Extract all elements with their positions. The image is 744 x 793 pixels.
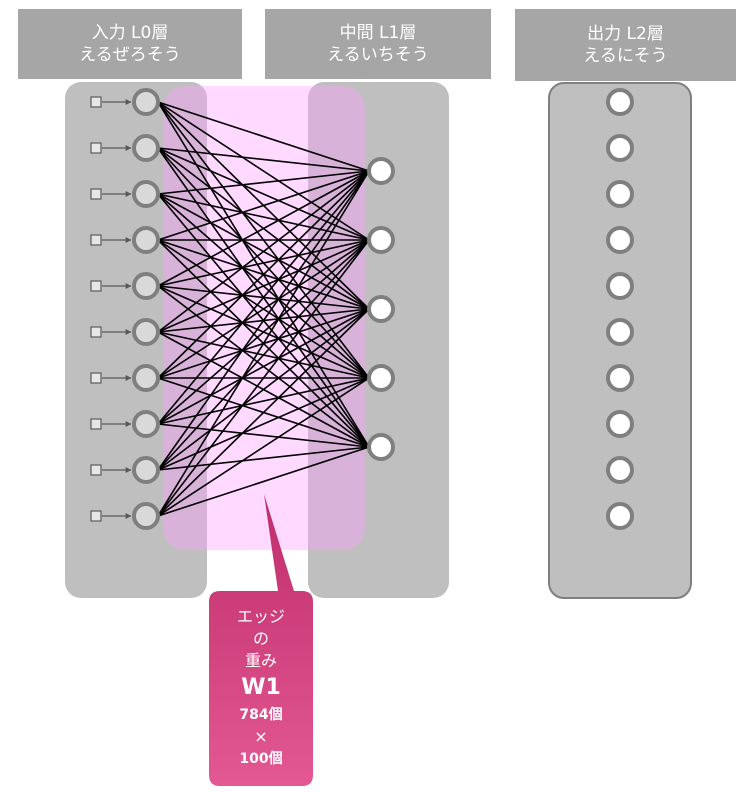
weight-edge bbox=[157, 170, 370, 517]
callout-of-text: の bbox=[252, 629, 269, 648]
output-neuron bbox=[606, 134, 634, 162]
weight-edge bbox=[157, 147, 370, 241]
output-neuron bbox=[606, 410, 634, 438]
output-layer-reading: えるにそう bbox=[583, 46, 668, 66]
input-pixel-square bbox=[90, 188, 102, 200]
input-pixel-square bbox=[90, 142, 102, 154]
output-layer-title: 出力 L2層 bbox=[587, 24, 664, 44]
middle-layer-header: 中間 L1層 えるいちそう bbox=[265, 9, 491, 79]
input-neuron bbox=[132, 364, 160, 392]
middle-neuron bbox=[367, 295, 395, 323]
input-neuron bbox=[132, 88, 160, 116]
callout-times: × bbox=[254, 727, 268, 746]
weight-edge bbox=[157, 308, 370, 471]
weight-edge bbox=[157, 170, 370, 379]
input-layer-title: 入力 L0層 bbox=[91, 23, 169, 43]
weight-edge bbox=[157, 101, 370, 172]
callout-count-rows: 784個 bbox=[239, 707, 283, 723]
middle-neuron bbox=[367, 433, 395, 461]
input-pixel-square bbox=[90, 418, 102, 430]
input-pixel-square bbox=[90, 372, 102, 384]
middle-neuron bbox=[367, 226, 395, 254]
weight-edge bbox=[157, 239, 370, 333]
input-layer-header: 入力 L0層 えるぜろそう bbox=[18, 9, 242, 79]
weight-edge bbox=[157, 170, 370, 195]
weight-edge bbox=[157, 377, 370, 517]
weight-edge bbox=[157, 377, 370, 425]
input-neuron bbox=[132, 410, 160, 438]
callout-edge-text: エッジ bbox=[236, 607, 285, 626]
weight-edge bbox=[157, 170, 370, 287]
input-neuron bbox=[132, 272, 160, 300]
middle-layer-title: 中間 L1層 bbox=[339, 23, 417, 43]
weight-edge bbox=[157, 147, 370, 172]
middle-layer-reading: えるいちそう bbox=[327, 45, 429, 65]
input-neuron bbox=[132, 180, 160, 208]
input-pixel-square bbox=[90, 510, 102, 522]
weight-edge bbox=[157, 239, 370, 471]
input-signals bbox=[90, 96, 132, 522]
output-neuron bbox=[606, 502, 634, 530]
input-pixel-square bbox=[90, 96, 102, 108]
weight-edge bbox=[157, 239, 370, 517]
weight-callout: エッジ の 重み W1 784個 × 100個 bbox=[209, 590, 313, 786]
weight-edges bbox=[157, 101, 370, 517]
input-layer-reading: えるぜろそう bbox=[79, 45, 181, 65]
input-neuron bbox=[132, 456, 160, 484]
input-pixel-square bbox=[90, 280, 102, 292]
weight-edge bbox=[157, 377, 370, 471]
output-neuron bbox=[606, 364, 634, 392]
neuron-nodes bbox=[132, 88, 634, 530]
weight-edge bbox=[157, 446, 370, 471]
weight-edge bbox=[157, 239, 370, 287]
input-neuron bbox=[132, 226, 160, 254]
weight-edge bbox=[157, 239, 370, 379]
weight-highlight-region bbox=[163, 86, 365, 550]
input-pixel-square bbox=[90, 326, 102, 338]
output-neuron bbox=[606, 226, 634, 254]
weight-edge bbox=[157, 170, 370, 333]
weight-edge bbox=[157, 193, 370, 241]
weight-edge bbox=[157, 170, 370, 241]
input-neuron bbox=[132, 502, 160, 530]
output-neuron bbox=[606, 88, 634, 116]
output-neuron bbox=[606, 318, 634, 346]
output-neuron bbox=[606, 180, 634, 208]
output-neuron bbox=[606, 272, 634, 300]
callout-count-cols: 100個 bbox=[239, 751, 283, 767]
input-pixel-square bbox=[90, 464, 102, 476]
callout-weight-label: W1 bbox=[241, 675, 281, 700]
input-neuron bbox=[132, 318, 160, 346]
middle-neuron bbox=[367, 364, 395, 392]
weight-edge bbox=[157, 308, 370, 425]
input-neuron bbox=[132, 134, 160, 162]
weight-edge bbox=[157, 446, 370, 517]
weight-edge bbox=[157, 239, 370, 425]
weight-edge bbox=[157, 170, 370, 471]
callout-bubble bbox=[209, 494, 313, 786]
weight-edge bbox=[157, 101, 370, 241]
output-layer-header: 出力 L2層 えるにそう bbox=[515, 9, 736, 81]
input-pixel-square bbox=[90, 234, 102, 246]
weight-edge bbox=[157, 423, 370, 448]
output-neuron bbox=[606, 456, 634, 484]
middle-neuron bbox=[367, 157, 395, 185]
weight-edge bbox=[157, 308, 370, 517]
callout-weight-text: 重み bbox=[244, 651, 277, 670]
weight-edge bbox=[157, 170, 370, 425]
